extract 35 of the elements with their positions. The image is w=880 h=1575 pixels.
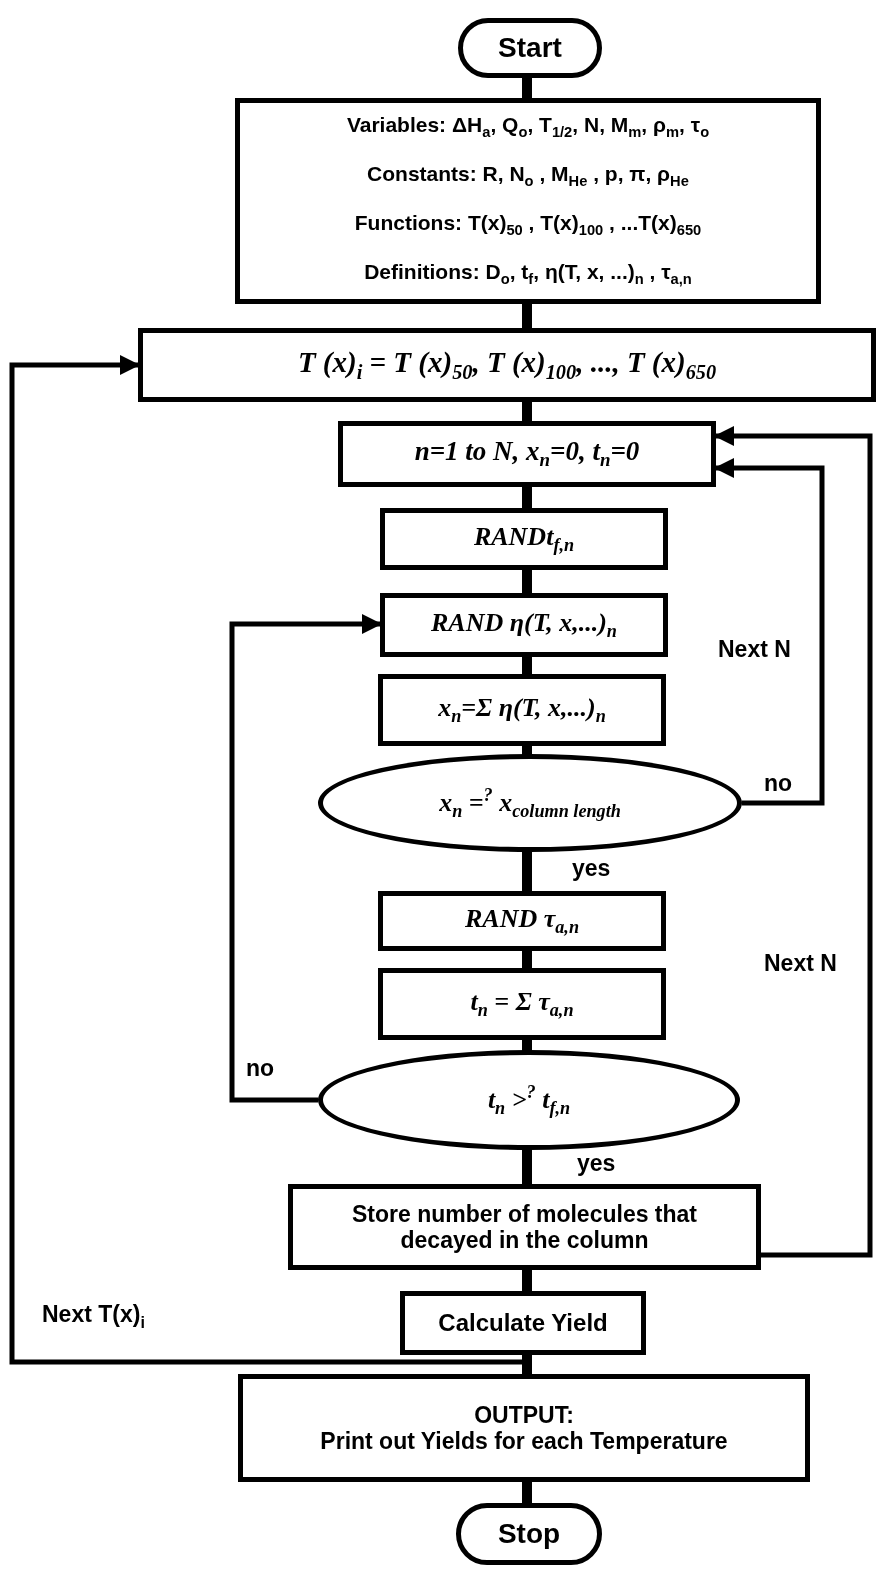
node-text: x$_{n}$ =$^{?}$ x$_{column length}$ xyxy=(439,784,621,822)
node-text: Constants: R, N$_{o}$ , M$_{He}$ , p, π, ρ$_{He}$ xyxy=(367,162,689,191)
node-text: t$_{n}$ >$^{?}$ t$_{f,n}$ xyxy=(487,1081,571,1119)
node-text: x$_{n}$=Σ η(T, x,...)$_{n}$ xyxy=(438,692,606,728)
process-box xyxy=(288,1184,761,1270)
node-text: RAND η(T, x,...)$_{n}$ xyxy=(431,607,617,643)
process-box xyxy=(380,593,668,657)
node-text: Start xyxy=(498,31,562,65)
terminal-box xyxy=(458,18,602,78)
process-box xyxy=(338,421,716,487)
terminal-box xyxy=(456,1503,602,1565)
node-text: Functions: T(x)$_{50}$ , T(x)$_{100}$ , ...T(x)$_{650}$ xyxy=(354,211,702,240)
process-box xyxy=(400,1291,646,1355)
arrow xyxy=(229,614,382,1103)
node-text: n=1 to N, x$_{n}$=0, t$_{n}$=0 xyxy=(414,436,640,472)
node-text: Stop xyxy=(497,1517,561,1551)
process-box xyxy=(238,1374,810,1482)
arrow xyxy=(714,458,825,806)
process-box xyxy=(380,508,668,570)
node-text: Print out Yields for each Temperature xyxy=(320,1428,728,1455)
node-text: T (x)$_{i}$ = T (x)$_{50}$, T (x)$_{100}$, ..., T (x)$_{650}$ xyxy=(297,345,717,385)
process-box xyxy=(235,98,821,304)
node-text: RAND τ$_{a,n}$ xyxy=(464,903,579,939)
node-text: Store number of molecules that decayed in the column xyxy=(350,1200,699,1254)
process-box xyxy=(378,674,666,746)
process-box xyxy=(138,328,876,402)
arrow xyxy=(714,426,873,1258)
node-text: t$_{n}$ = Σ τ$_{a,n}$ xyxy=(470,986,574,1022)
node-text: Variables: ΔH$_{a}$, Q$_{o}$, T$_{1/2}$, N, M$_{m}$, ρ$_{m}$, τ$_{o}$ xyxy=(346,113,710,142)
node-text: RANDt$_{f,n}$ xyxy=(473,521,575,557)
node-text: Definitions: D$_{o}$, t$_{f}$, η(T, x, ...)$_{n}$ , τ$_{a,n}$ xyxy=(364,260,692,289)
process-box xyxy=(378,891,666,951)
node-text: Calculate Yield xyxy=(438,1309,608,1337)
process-box xyxy=(378,968,666,1040)
node-text: OUTPUT: xyxy=(474,1401,574,1428)
